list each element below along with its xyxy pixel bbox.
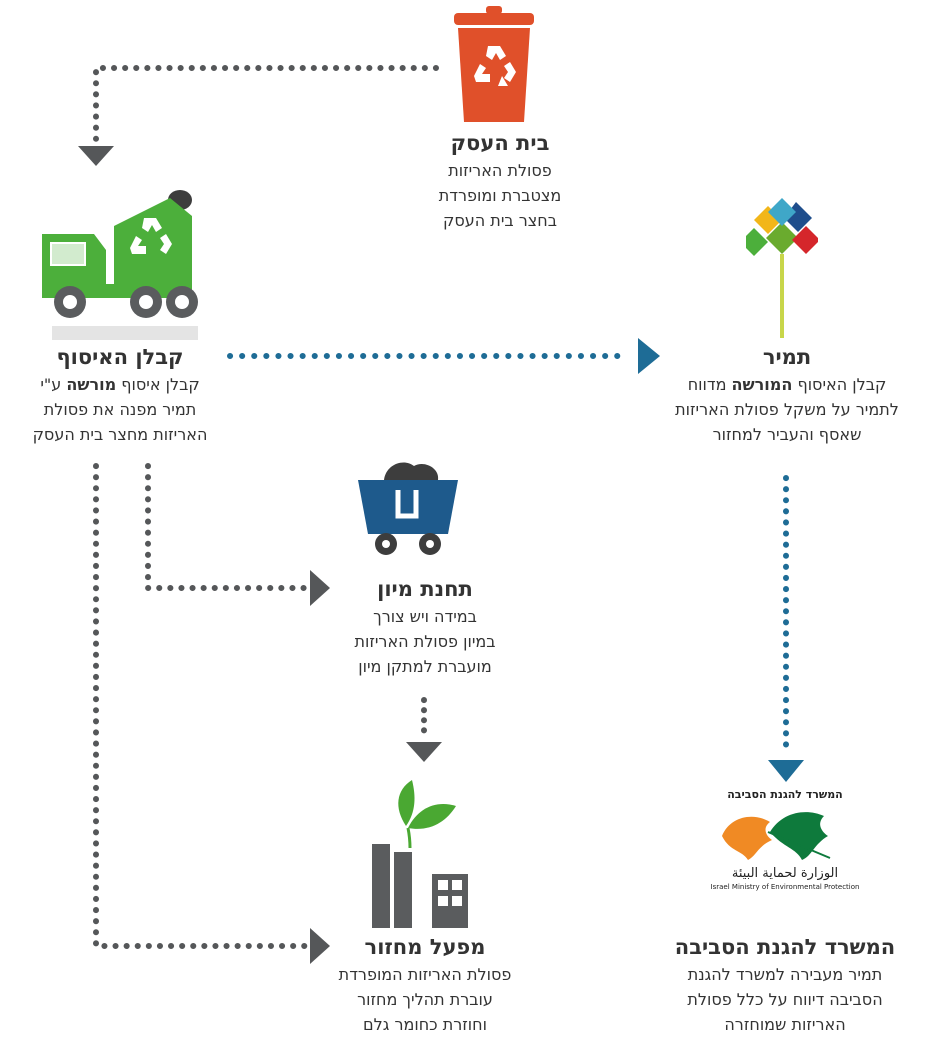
recycle-bin-icon <box>454 6 534 122</box>
sorting-title: תחנת מיון <box>377 577 473 601</box>
contractor-line-1: קבלן איסוף מורשה ע"י <box>0 372 240 397</box>
node-contractor: קבלן האיסוף קבלן איסוף מורשה ע"י תמיר מפ… <box>0 342 240 447</box>
contractor-title: קבלן האיסוף <box>56 345 184 369</box>
contractor-line-3: האריזות מחצר בית העסק <box>32 425 208 444</box>
leaves-icon <box>722 812 831 860</box>
tamir-line-1-bold: המורשה <box>731 375 793 394</box>
business-line-1: פסולת האריזות <box>448 161 552 180</box>
node-tamir: תמיר קבלן האיסוף המורשה מדווח לתמיר על מ… <box>652 342 922 447</box>
sorting-line-3: מועברת למתקן מיון <box>358 657 492 676</box>
connector-contractor-to-sorting <box>145 463 308 591</box>
contractor-line-1-text: קבלן איסוף <box>116 375 200 394</box>
contractor-line-1-bold: מורשה <box>66 375 117 394</box>
arrowhead-right-tamir <box>638 338 660 374</box>
arrowhead-down-factory <box>406 742 442 762</box>
factory-title: מפעל מחזור <box>364 935 486 959</box>
ministry-logo-icon: המשרד להגנת הסביבה الوزارة لحماية البيئة… <box>700 788 870 904</box>
node-ministry: המשרד להגנת הסביבה תמיר מעבירה למשרד להג… <box>645 932 925 1037</box>
business-line-3: בחצר בית העסק <box>443 211 557 230</box>
tamir-logo-icon <box>746 198 818 338</box>
node-business: בית העסק פסולת האריזות מצטברת ומופרדת בח… <box>400 128 600 233</box>
garbage-truck-icon <box>42 190 198 340</box>
factory-line-3: וחוזרת כחומר גלם <box>363 1015 487 1034</box>
factory-line-2: עוברת תהליך מחזור <box>357 990 493 1009</box>
sorting-cart-icon <box>358 462 458 555</box>
arrowhead-right-factory <box>310 928 330 964</box>
business-line-2: מצטברת ומופרדת <box>438 186 562 205</box>
ministry-title: המשרד להגנת הסביבה <box>674 935 896 959</box>
sorting-line-1: במידה ויש צורך <box>373 607 477 626</box>
tamir-line-1: קבלן האיסוף המורשה מדווח <box>652 372 922 397</box>
connector-contractor-to-factory <box>93 463 308 949</box>
tamir-line-2: לתמיר על משקל פסולת האריזות <box>675 400 899 419</box>
arrowhead-down-contractor <box>78 146 114 166</box>
tamir-line-1-text: קבלן האיסוף <box>792 375 887 394</box>
tamir-line-1-tail: מדווח <box>687 375 732 394</box>
arrowhead-right-sorting <box>310 570 330 606</box>
arrowhead-down-ministry <box>768 760 804 782</box>
ministry-line-3: האריזות שמוחזרה <box>724 1015 846 1034</box>
business-title: בית העסק <box>450 131 550 155</box>
contractor-line-2: תמיר מפנה את פסולת <box>43 400 197 419</box>
ministry-logo-english: Israel Ministry of Environmental Protect… <box>710 883 860 891</box>
connector-business-to-contractor <box>93 65 439 143</box>
ministry-logo-header: המשרד להגנת הסביבה <box>727 788 843 801</box>
node-factory: מפעל מחזור פסולת האריזות המופרדת עוברת ת… <box>300 932 550 1037</box>
ministry-logo-arabic: الوزارة لحماية البيئة <box>731 866 839 881</box>
ministry-line-2: הסביבה דיווח על כלל פסולת <box>687 990 883 1009</box>
ministry-line-1: תמיר מעבירה למשרד להגנת <box>687 965 883 984</box>
factory-line-1: פסולת האריזות המופרדת <box>338 965 512 984</box>
node-sorting: תחנת מיון במידה ויש צורך במיון פסולת האר… <box>310 574 540 679</box>
tamir-line-3: שאסף והעביר למחזור <box>712 425 862 444</box>
recycling-factory-icon <box>372 780 468 928</box>
tamir-title: תמיר <box>762 345 812 369</box>
contractor-line-1-tail: ע"י <box>40 375 67 394</box>
sorting-line-2: במיון פסולת האריזות <box>354 632 496 651</box>
